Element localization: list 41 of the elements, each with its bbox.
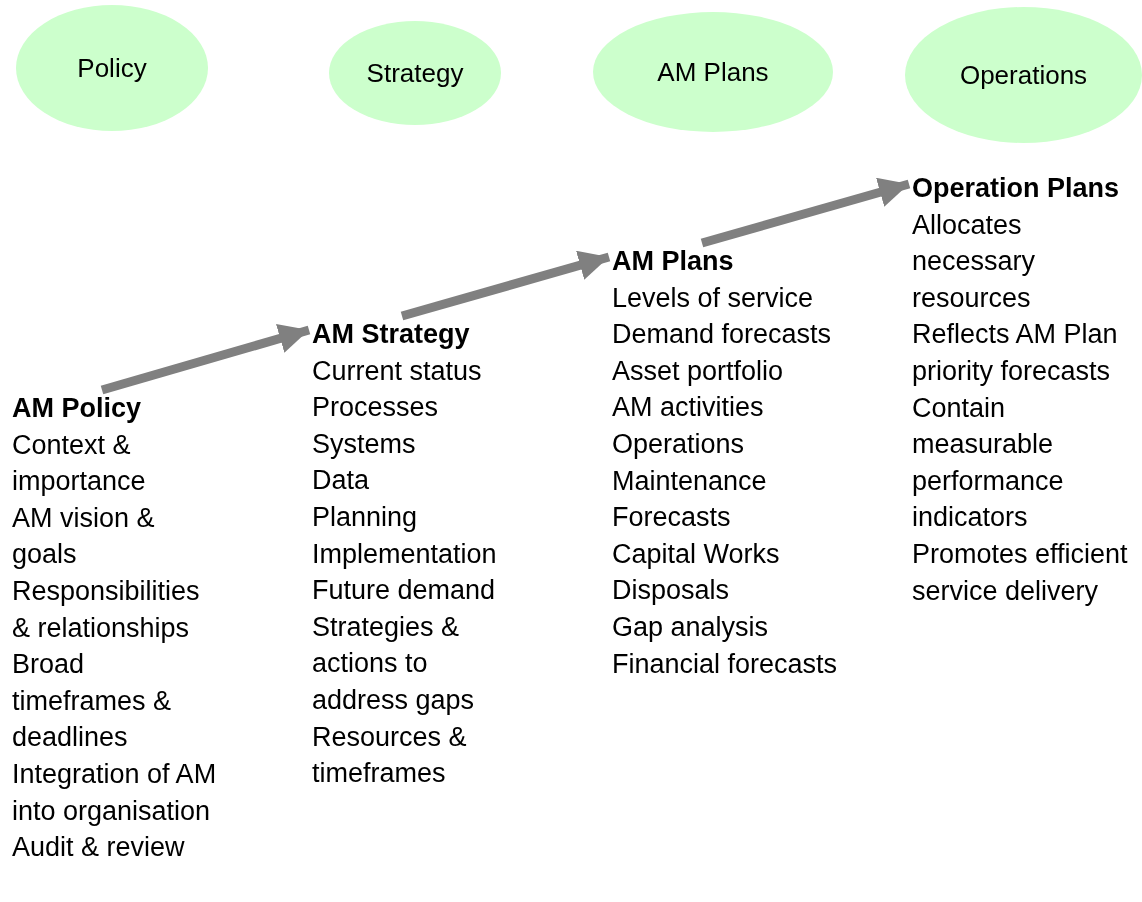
stage-label: Strategy: [366, 57, 464, 89]
list-item: Demand forecasts: [612, 318, 833, 352]
list-item: Responsibilities & relationships: [12, 574, 201, 645]
column-heading: Operation Plans: [912, 172, 1121, 205]
list-item: Implementation: [312, 537, 498, 571]
list-item: Reflects AM Plan priority forecasts: [912, 318, 1119, 388]
list-item: Future demand: [312, 574, 497, 608]
list-item: Capital Works: [612, 537, 781, 571]
list-item: Contain measurable performance indicators: [912, 391, 1065, 535]
list-item: Broad timeframes & deadlines: [12, 648, 173, 755]
arrow: [700, 177, 911, 248]
list-item: Asset portfolio: [612, 354, 785, 388]
list-item: Financial forecasts: [612, 647, 839, 681]
arrow: [400, 250, 611, 321]
list-item: Strategies & actions to address gaps: [312, 610, 476, 717]
list-item: Audit & review: [12, 831, 186, 865]
list-item: Allocates necessary resources: [912, 208, 1037, 315]
stage-label: AM Plans: [657, 56, 769, 88]
stage-label: Operations: [959, 59, 1088, 91]
list-item: Integration of AM into organisation: [12, 757, 217, 828]
list-item: Systems: [312, 427, 417, 461]
column-heading: AM Plans: [612, 245, 735, 278]
list-item: Gap analysis: [612, 610, 770, 644]
stage-label: Policy: [77, 52, 147, 84]
list-item: Levels of service: [612, 281, 815, 315]
arrow: [100, 323, 311, 395]
column-heading: AM Policy: [12, 392, 143, 425]
list-item: Disposals: [612, 574, 731, 608]
list-item: Context & importance: [12, 428, 147, 499]
list-item: AM activities: [612, 391, 765, 425]
list-item: Current status: [312, 354, 483, 388]
list-item: Processes: [312, 391, 440, 425]
list-item: Maintenance: [612, 464, 768, 498]
list-item: Resources & timeframes: [312, 720, 468, 791]
list-item: Operations: [612, 427, 746, 461]
column-heading: AM Strategy: [312, 318, 471, 351]
list-item: AM vision & goals: [12, 501, 156, 572]
list-item: Planning: [312, 500, 419, 534]
list-item: Data: [312, 464, 371, 498]
list-item: Forecasts: [612, 501, 732, 535]
list-item: Promotes efficient service delivery: [912, 537, 1129, 608]
